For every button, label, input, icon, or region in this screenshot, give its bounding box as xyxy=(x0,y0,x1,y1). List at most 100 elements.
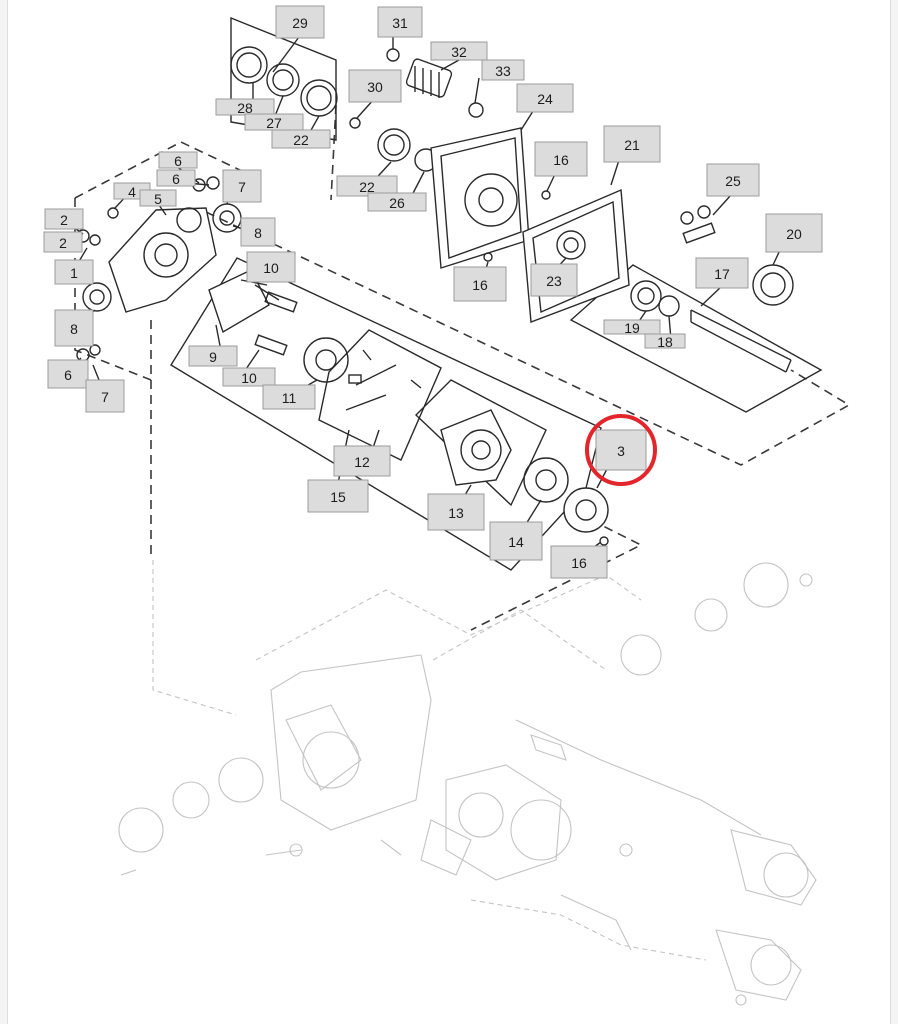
callout-box xyxy=(706,163,760,197)
callout-31: 31 xyxy=(377,6,423,38)
callout-box xyxy=(47,359,89,389)
callout-box xyxy=(489,521,543,561)
callout-10: 10 xyxy=(222,367,276,387)
callout-box xyxy=(307,479,369,513)
callout-22: 22 xyxy=(336,175,398,197)
callout-number: 19 xyxy=(624,320,640,336)
callout-10: 10 xyxy=(246,251,296,283)
callout-20: 20 xyxy=(765,213,823,253)
callout-23: 23 xyxy=(530,263,578,297)
callout-box xyxy=(595,429,647,471)
callout-number: 25 xyxy=(725,173,741,189)
callout-number: 18 xyxy=(657,334,673,350)
callout-26: 26 xyxy=(367,192,427,212)
callout-30: 30 xyxy=(348,69,402,103)
callout-29: 29 xyxy=(275,5,325,39)
callout-box xyxy=(240,217,276,247)
callout-box xyxy=(246,251,296,283)
callout-number: 16 xyxy=(571,555,587,571)
callout-box xyxy=(644,333,686,349)
callout-box xyxy=(44,208,84,230)
exploded-parts-diagram: .k { stroke:#2a2a2a; fill:none; stroke-w… xyxy=(43,5,851,1006)
callout-box xyxy=(695,257,749,289)
callout-5: 5 xyxy=(139,189,177,207)
callout-box xyxy=(85,379,125,413)
callout-number: 4 xyxy=(128,184,136,200)
callout-box xyxy=(156,169,196,187)
callout-8: 8 xyxy=(240,217,276,247)
callout-box xyxy=(262,384,316,410)
callout-box xyxy=(481,59,525,81)
callout-number: 2 xyxy=(60,212,68,228)
lower-gearbox-assembly-faint xyxy=(118,560,817,1006)
callout-number: 28 xyxy=(237,100,253,116)
callout-box xyxy=(550,545,608,579)
callout-number: 26 xyxy=(389,195,405,211)
callout-32: 32 xyxy=(430,41,488,61)
callout-17: 17 xyxy=(695,257,749,289)
callout-number: 10 xyxy=(263,260,279,276)
callout-16: 16 xyxy=(534,141,588,177)
callout-number: 8 xyxy=(254,225,262,241)
callout-box xyxy=(453,266,507,302)
callout-14: 14 xyxy=(489,521,543,561)
callout-number: 13 xyxy=(448,505,464,521)
callout-number: 14 xyxy=(508,534,524,550)
callout-box xyxy=(43,231,83,253)
callout-box xyxy=(139,189,177,207)
callout-number: 17 xyxy=(714,266,730,282)
callout-number: 7 xyxy=(101,389,109,405)
callout-box xyxy=(530,263,578,297)
callout-box xyxy=(271,129,331,149)
callout-number: 16 xyxy=(472,277,488,293)
parts-line-art xyxy=(76,46,794,546)
callout-box xyxy=(54,309,94,347)
callout-number: 24 xyxy=(537,91,553,107)
callout-8: 8 xyxy=(54,309,94,347)
callout-24: 24 xyxy=(516,83,574,113)
callout-number: 33 xyxy=(495,63,511,79)
callout-27: 27 xyxy=(244,113,304,131)
callout-19: 19 xyxy=(603,319,661,336)
callout-16: 16 xyxy=(550,545,608,579)
callout-number: 31 xyxy=(392,15,408,31)
callout-1: 1 xyxy=(54,259,94,285)
callout-box xyxy=(275,5,325,39)
callout-box xyxy=(603,125,661,163)
callout-number: 15 xyxy=(330,489,346,505)
callout-box xyxy=(603,319,661,335)
callout-11: 11 xyxy=(262,384,316,410)
callout-2: 2 xyxy=(44,208,84,230)
callout-7: 7 xyxy=(222,169,262,203)
callout-number: 12 xyxy=(354,454,370,470)
callout-number: 6 xyxy=(174,153,182,169)
callout-number: 22 xyxy=(359,179,375,195)
callout-6: 6 xyxy=(156,169,196,187)
callout-number: 6 xyxy=(172,171,180,187)
callout-box xyxy=(377,6,423,38)
callout-box xyxy=(222,169,262,203)
callout-16: 16 xyxy=(453,266,507,302)
callout-box xyxy=(222,367,276,387)
callout-25: 25 xyxy=(706,163,760,197)
callout-number: 1 xyxy=(70,265,78,281)
callout-box xyxy=(765,213,823,253)
callout-box xyxy=(188,345,238,367)
callout-7: 7 xyxy=(85,379,125,413)
callout-number: 11 xyxy=(282,390,297,406)
callout-2: 2 xyxy=(43,231,83,253)
callout-number: 32 xyxy=(451,44,467,60)
callout-13: 13 xyxy=(427,493,485,531)
callout-box xyxy=(348,69,402,103)
callout-box xyxy=(336,175,398,197)
highlight-circle xyxy=(585,414,657,486)
callout-15: 15 xyxy=(307,479,369,513)
callout-number: 30 xyxy=(367,79,383,95)
callout-number: 22 xyxy=(293,132,309,148)
callout-box xyxy=(516,83,574,113)
callout-box xyxy=(427,493,485,531)
callout-number: 27 xyxy=(266,115,282,131)
callout-3: 3 xyxy=(595,429,647,471)
